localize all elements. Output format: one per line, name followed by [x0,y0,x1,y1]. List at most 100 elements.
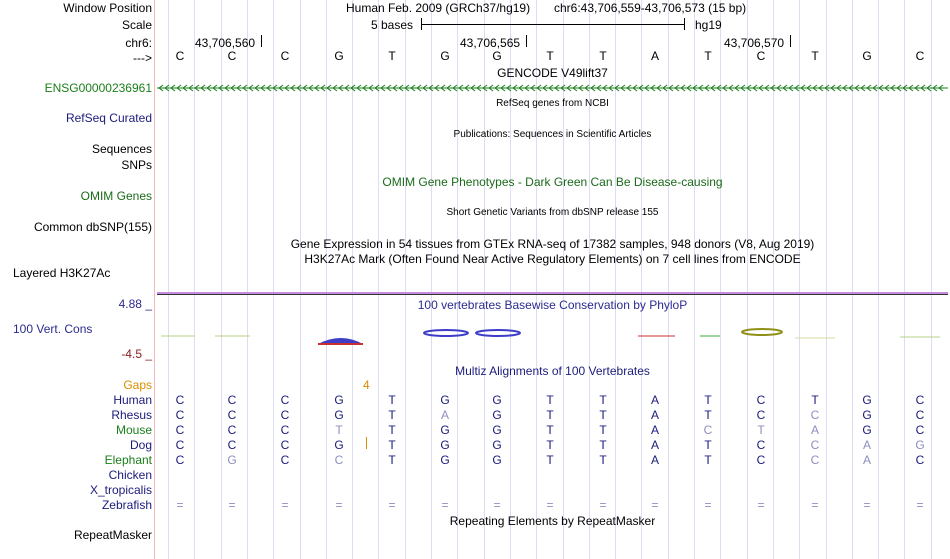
strand-chevron [308,84,314,92]
alignment-base: C [703,423,713,437]
phylop-track-label[interactable]: 100 Vert. Cons [13,322,93,336]
strand-chevron [194,84,200,92]
strand-chevron [920,84,926,92]
alignment-base: C [175,423,185,437]
strand-chevron [650,84,656,92]
strand-chevron [938,84,944,92]
strand-chevron [854,84,860,92]
strand-chevron [728,84,734,92]
alignment-base: = [388,498,396,512]
snps-track-label[interactable]: SNPs [121,158,152,172]
alignment-base: T [599,438,607,452]
species-label[interactable]: X_tropicalis [89,483,152,497]
strand-chevron [458,84,464,92]
alignment-base: G [862,393,872,407]
alignment-base: A [810,423,819,437]
alignment-base: C [280,393,290,407]
alignment-base: C [756,453,766,467]
scale-bar-right-tick [684,18,685,30]
alignment-base: G [915,438,925,452]
h3k27ac-track-label[interactable]: Layered H3K27Ac [13,266,111,280]
strand-chevron [680,84,686,92]
phylop-track-title: 100 vertebrates Basewise Conservation by… [417,298,688,312]
strand-chevron [656,84,662,92]
reference-base: C [280,49,290,63]
species-label[interactable]: Human [113,393,152,407]
strand-chevron [722,84,728,92]
strand-chevron [380,84,386,92]
omim-track-label[interactable]: OMIM Genes [80,189,152,203]
phylop-max-label: 4.88 _ [118,297,152,311]
species-label[interactable]: Elephant [104,453,152,467]
scale-bar [421,24,685,25]
alignment-base: = [651,498,659,512]
gencode-track-label[interactable]: ENSG00000236961 [44,81,152,95]
strand-chevron [890,84,896,92]
species-label[interactable]: Dog [129,438,152,452]
strand-chevron [452,84,458,92]
species-label[interactable]: Chicken [108,468,152,482]
gencode-transcript[interactable] [157,82,948,94]
alignment-base: T [599,393,607,407]
alignment-base: C [810,408,820,422]
alignment-base: T [388,438,396,452]
strand-chevron [314,84,320,92]
strand-chevron [464,84,470,92]
strand-chevron [824,84,830,92]
chrom-label: chr6: [125,36,152,50]
alignment-base: = [281,498,289,512]
alignment-base: C [280,453,290,467]
gap-marker [366,437,367,449]
alignment-base: C [227,408,237,422]
strand-chevron [806,84,812,92]
reference-base: T [388,49,396,63]
coord-tick [261,35,262,47]
alignment-base: = [704,498,712,512]
refseq-track-label[interactable]: RefSeq Curated [65,111,152,125]
alignment-base: C [175,393,185,407]
strand-chevron [902,84,908,92]
alignment-base: T [757,423,765,437]
species-label[interactable]: Mouse [115,423,152,437]
strand-chevron [614,84,620,92]
alignment-base: = [811,498,819,512]
strand-chevron [428,84,434,92]
strand-chevron [176,84,182,92]
strand-chevron [590,84,596,92]
strand-chevron [488,84,494,92]
strand-chevron [788,84,794,92]
strand-chevron [350,84,356,92]
publications-track-label[interactable]: Sequences [91,142,152,156]
species-label[interactable]: Zebrafish [101,498,152,512]
strand-chevron [416,84,422,92]
alignment-base: T [388,423,396,437]
alignment-base: = [441,498,449,512]
alignment-base: C [175,408,185,422]
repeatmasker-track-label[interactable]: RepeatMasker [73,528,152,542]
strand-chevron [800,84,806,92]
alignment-base: C [915,453,925,467]
alignment-base: T [704,453,712,467]
species-label[interactable]: Rhesus [111,408,152,422]
dbsnp-track-label[interactable]: Common dbSNP(155) [33,220,152,234]
strand-chevron [914,84,920,92]
strand-chevron [542,84,548,92]
strand-chevron [248,84,254,92]
strand-chevron [572,84,578,92]
strand-chevron [674,84,680,92]
alignment-base: G [440,438,450,452]
strand-chevron [530,84,536,92]
coord-tick-label: 43,706,570 [724,36,785,50]
alignment-base: A [440,408,449,422]
strand-chevron [476,84,482,92]
alignment-base: G [334,438,344,452]
strand-chevron [878,84,884,92]
strand-chevron [908,84,914,92]
label-divider [154,0,155,559]
alignment-base: C [810,453,820,467]
strand-chevron [734,84,740,92]
gaps-label: Gaps [123,378,152,392]
reference-base: A [650,49,659,63]
alignment-base: = [916,498,924,512]
strand-chevron [446,84,452,92]
